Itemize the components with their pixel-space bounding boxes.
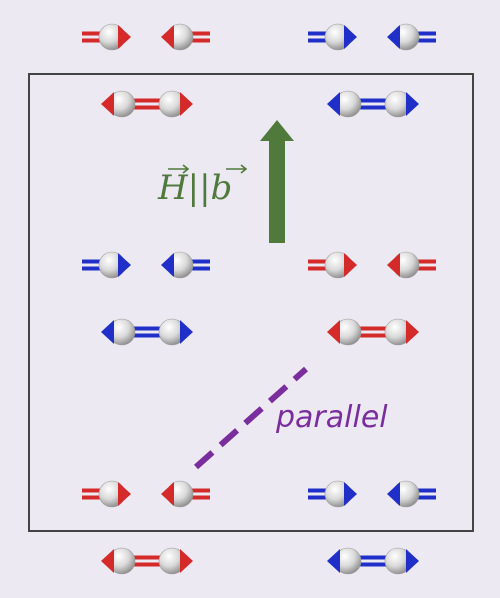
unit-cell-frame [28,73,474,532]
field-label: H||b [158,164,248,208]
dimer-left-4 [101,318,193,346]
dimer-right-3 [308,251,436,279]
dimer-left-6 [101,547,193,575]
dimer-right-2 [327,90,419,118]
dimer-layer [82,23,436,575]
dimer-right-5 [308,480,436,508]
dimer-right-4 [327,318,419,346]
parallel-dashed-line [194,366,308,470]
vector-arrows [168,164,248,174]
field-label-text: H||b [158,168,233,208]
parallel-label: parallel [276,400,388,435]
dimer-right-1 [308,23,436,51]
dimer-left-2 [101,90,193,118]
dimer-right-6 [327,547,419,575]
dimer-left-1 [82,23,210,51]
field-arrow [260,120,294,243]
dimer-left-5 [82,480,210,508]
dimer-left-3 [82,251,210,279]
